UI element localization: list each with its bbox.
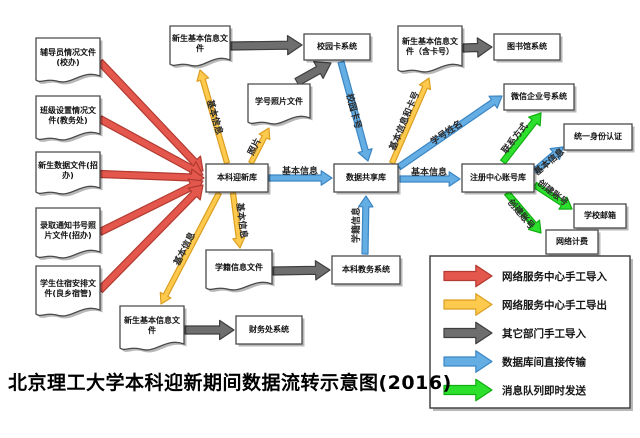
edge-photo-file-to-campus-card-system [294,60,332,87]
node-shape-class-setup-file [35,95,101,141]
legend-arrow-red [443,264,493,288]
edge-status-file-to-academic-system [272,260,331,281]
edge-label-share-db-to-basic-info-card-file: 基本信息和卡号 [386,89,422,153]
legend-label-blue: 数据库间直接传输 [501,356,586,369]
edge-dorm-file-to-welcome-db [96,184,204,294]
edge-label-welcome-db-to-share-db: 基本信息 [281,165,318,177]
legend-arrow-gray [443,321,493,345]
edge-share-db-to-account-db [399,171,461,187]
legend-label-green: 消息队列即时发送 [502,384,586,397]
edge-basic-info-card-file-to-library-system [462,37,493,58]
node-shape-counselor-file [35,37,101,83]
edge-label-account-db-to-school-email: 创建账号 [534,176,571,208]
edge-class-setup-file-to-welcome-db [97,115,204,177]
node-shape-sso-system [563,123,633,151]
edge-counselor-file-to-welcome-db [96,58,204,172]
edge-campus-card-system-to-share-db [337,60,373,162]
edge-basic-info-file-bottom-to-finance-system [184,319,235,341]
node-shape-dorm-file [35,265,101,317]
edge-notice-photo-file-to-welcome-db [97,178,204,236]
edge-account-db-to-school-email [532,181,573,210]
diagram-title: 北京理工大学本科迎新期间数据流转示意图(2016) [8,372,452,394]
edge-account-db-to-network-billing [504,190,542,234]
edge-label-share-db-to-account-db: 基本信息 [410,166,447,178]
node-shape-library-system [493,33,561,61]
node-shape-welcome-db [205,163,269,193]
node-shape-share-db [333,163,399,193]
legend-arrow-blue [443,350,493,373]
edge-label-share-db-to-wechat-system: 学号姓名 [428,117,465,147]
node-shape-academic-system [331,255,401,285]
node-shape-account-db [461,163,535,193]
node-shape-campus-card-system [303,33,371,61]
edge-basic-info-file-top-to-campus-card-system [230,34,303,56]
edge-label-campus-card-system-to-share-db: 校园卡号 [343,92,364,130]
legend-arrow-green [443,378,493,402]
node-shape-finance-system [235,315,303,345]
edge-label-account-db-to-network-billing: 创建账号 [504,196,537,232]
edge-share-db-to-basic-info-card-file [389,77,432,165]
node-shape-school-email [573,203,627,229]
legend-label-gray: 其它部门手工导入 [502,327,586,340]
node-shape-network-billing [545,229,599,255]
edge-share-db-to-wechat-system [396,95,503,171]
node-shape-status-file [205,249,273,291]
node-shape-basic-info-card-file [397,25,463,73]
edge-account-db-to-sso-system [532,146,564,174]
node-shape-basic-info-file-top [169,25,231,67]
edge-welcome-db-to-basic-info-file-top [196,69,230,165]
edge-account-db-to-wechat-system [500,112,542,165]
legend-arrow-yellow [443,293,493,316]
node-shape-basic-info-file-bottom [119,305,185,351]
node-shape-notice-photo-file [35,207,101,259]
legend-label-red: 网络服务中心手工导入 [502,270,607,283]
edge-welcome-db-to-photo-file [248,127,271,165]
edge-welcome-db-to-status-file [229,192,246,249]
edge-label-welcome-db-to-basic-info-file-top: 基本信息 [204,97,226,136]
edge-label-academic-system-to-share-db: 学籍信息 [350,207,362,243]
node-shape-wechat-system [503,83,575,111]
edge-academic-system-to-share-db [358,195,374,255]
node-shape-freshman-data-file [35,151,101,195]
legend-label-yellow: 网络服务中心手工导出 [502,299,607,312]
edge-welcome-db-to-basic-info-file-bottom [159,191,222,305]
edge-welcome-db-to-share-db [268,170,333,186]
node-shape-photo-file [247,83,311,125]
